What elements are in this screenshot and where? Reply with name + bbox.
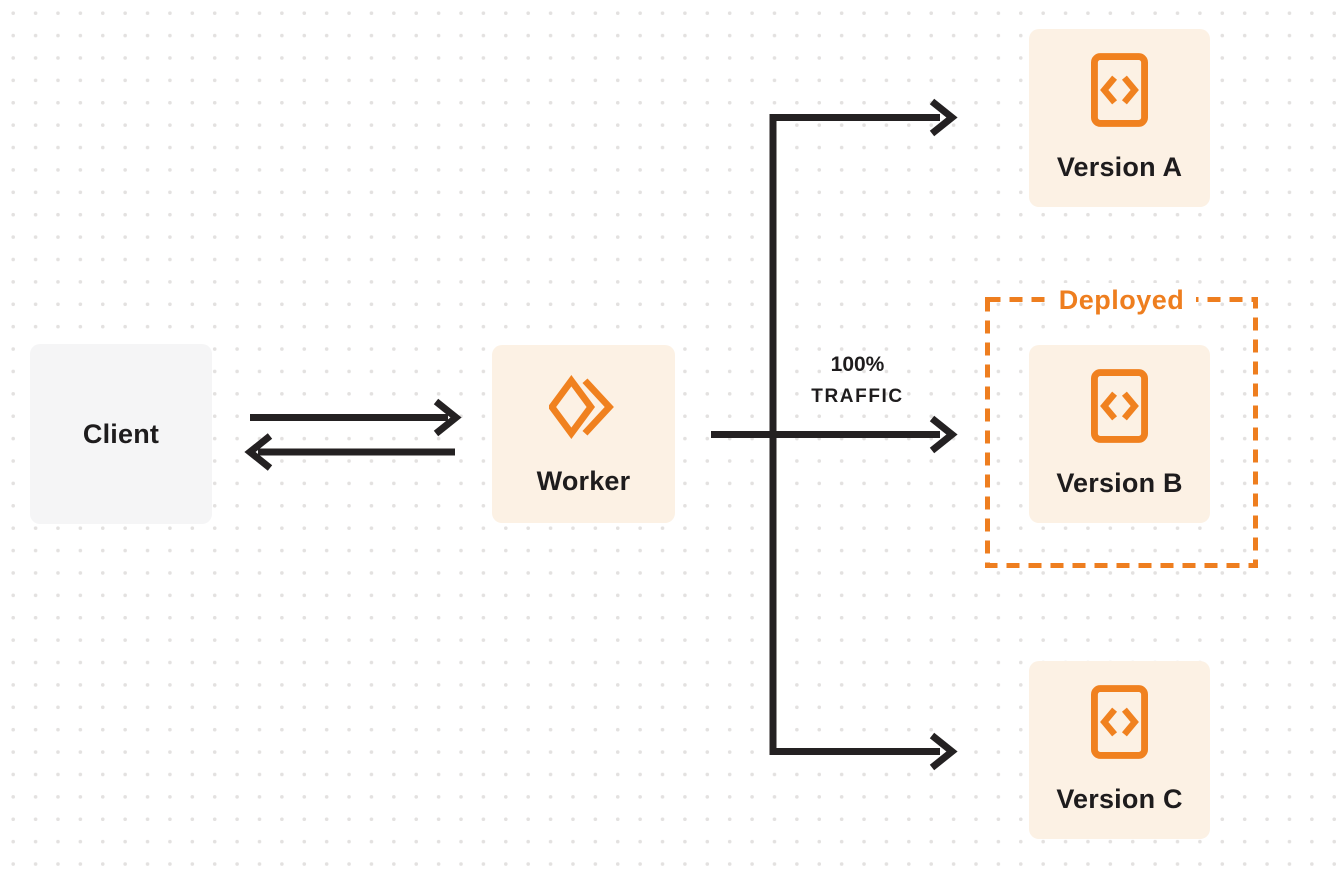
version-c-label: Version C bbox=[1056, 784, 1183, 814]
worker-label: Worker bbox=[536, 466, 631, 496]
traffic-percent-text: 100% bbox=[830, 353, 885, 376]
branch-trunk-line bbox=[769, 114, 940, 755]
code-file-icon bbox=[1091, 53, 1148, 127]
version-c-arrowhead bbox=[929, 732, 958, 771]
version-a-label: Version A bbox=[1056, 152, 1183, 182]
code-right-angle bbox=[1121, 391, 1139, 421]
code-left-angle bbox=[1100, 75, 1118, 105]
version-b-node: Version B bbox=[1029, 345, 1210, 523]
workers-logo-diamond bbox=[548, 375, 595, 439]
code-left-angle bbox=[1100, 391, 1118, 421]
traffic-label: 100% TRAFFIC bbox=[785, 351, 930, 415]
file-outline bbox=[1091, 369, 1148, 443]
file-outline bbox=[1091, 53, 1148, 127]
client-to-worker-arrowhead bbox=[433, 398, 462, 437]
worker-to-client-arrowhead bbox=[244, 433, 273, 471]
version-c-node: Version C bbox=[1029, 661, 1210, 839]
client-node: Client bbox=[30, 344, 212, 524]
traffic-word-text: TRAFFIC bbox=[811, 386, 904, 407]
code-left-angle bbox=[1100, 707, 1118, 737]
version-a-node: Version A bbox=[1029, 29, 1210, 207]
file-outline bbox=[1091, 685, 1148, 759]
deployed-group-label-wrap: Deployed bbox=[985, 283, 1258, 317]
version-b-label: Version B bbox=[1056, 468, 1183, 498]
code-file-icon bbox=[1091, 369, 1148, 443]
code-right-angle bbox=[1121, 707, 1139, 737]
code-file-icon bbox=[1091, 685, 1148, 759]
code-right-angle bbox=[1121, 75, 1139, 105]
version-b-arrowhead bbox=[929, 415, 958, 454]
workers-logo-chevron bbox=[581, 378, 614, 436]
version-a-arrowhead bbox=[929, 98, 958, 137]
client-label: Client bbox=[82, 419, 160, 449]
worker-node: Worker bbox=[492, 345, 675, 523]
deployed-group-label: Deployed bbox=[1046, 283, 1197, 317]
cloudflare-workers-icon bbox=[548, 375, 614, 439]
